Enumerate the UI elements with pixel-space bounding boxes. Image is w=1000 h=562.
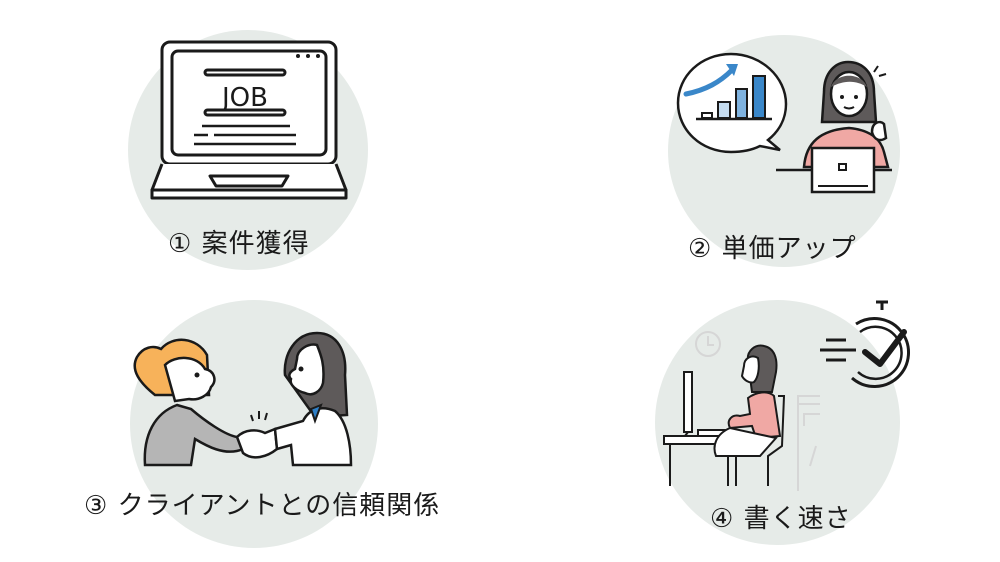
- woman-rising-chart-icon: [676, 52, 892, 194]
- handshake-icon: [133, 331, 353, 467]
- laptop-job-icon: JOB: [150, 40, 348, 200]
- caption-number: ④: [710, 504, 735, 534]
- caption-label: クライアントとの信頼関係: [117, 491, 441, 521]
- job-screen-text: JOB: [220, 83, 268, 113]
- caption-label: 書く速さ: [743, 504, 852, 534]
- caption-client-trust: ③ クライアントとの信頼関係: [84, 485, 440, 522]
- caption-job-acquisition: ① 案件獲得: [168, 223, 310, 260]
- caption-writing-speed: ④ 書く速さ: [710, 498, 852, 535]
- caption-price-up: ② 単価アップ: [688, 228, 857, 265]
- caption-number: ②: [688, 234, 713, 264]
- caption-number: ③: [84, 491, 109, 521]
- caption-number: ①: [168, 229, 193, 259]
- fast-typing-stopwatch-icon: [663, 300, 910, 491]
- caption-label: 案件獲得: [201, 229, 310, 259]
- caption-label: 単価アップ: [721, 234, 857, 264]
